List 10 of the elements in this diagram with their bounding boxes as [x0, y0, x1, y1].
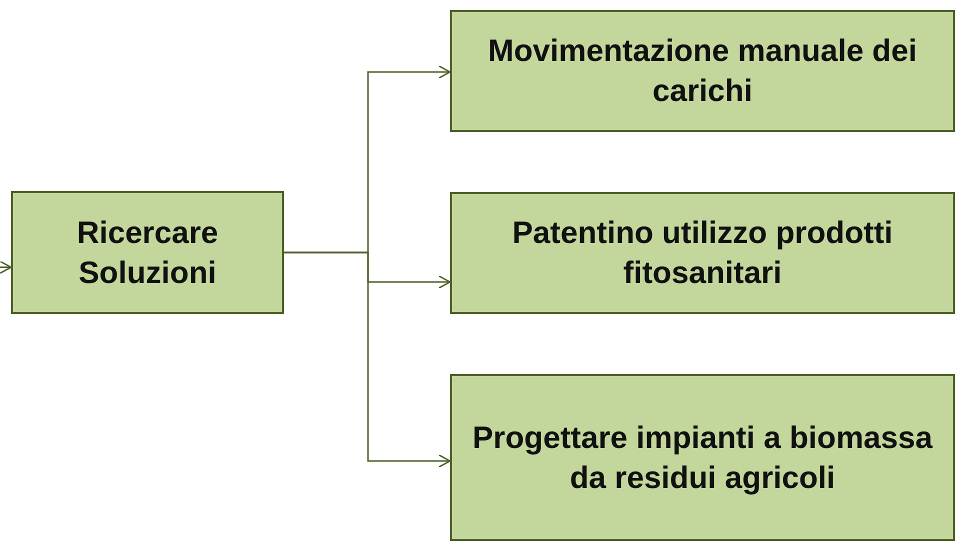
- box-label: Ricercare Soluzioni: [76, 214, 220, 292]
- box-label: Movimentazione manuale dei carichi: [487, 32, 918, 110]
- connector-arrow: [284, 252, 451, 468]
- box-label: Patentino utilizzo prodotti fitosanitari: [511, 214, 894, 292]
- process-box: [450, 10, 955, 132]
- process-box: [450, 192, 955, 314]
- process-box: [11, 191, 284, 314]
- connector-arrow: [0, 260, 12, 274]
- process-box: [450, 374, 955, 541]
- box-label: Progettare impianti a biomassa da residui agricoli: [472, 418, 934, 497]
